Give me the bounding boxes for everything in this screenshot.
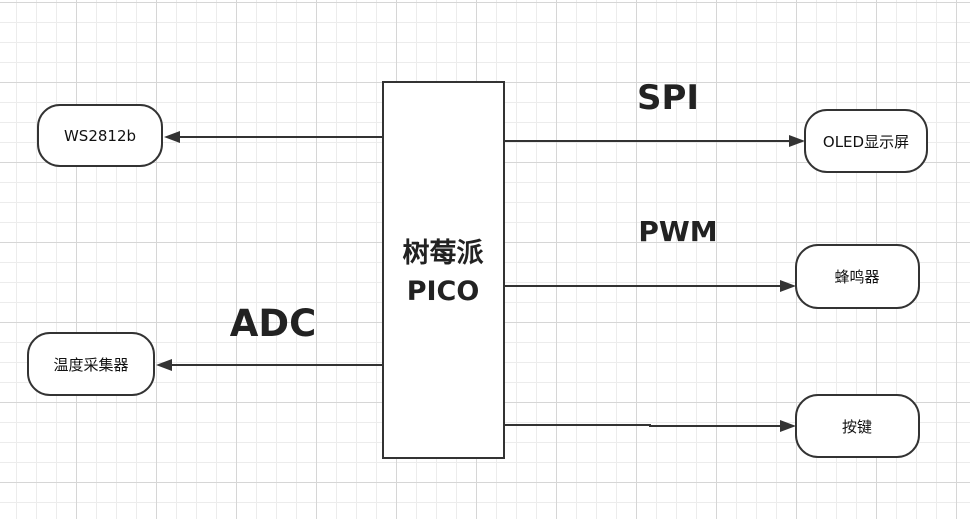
temp-sensor-node (27, 332, 155, 396)
pico-block (382, 81, 505, 459)
arrowhead-oled (789, 135, 805, 147)
buzzer-node (795, 244, 920, 309)
pico-label-cn: 树莓派 (403, 238, 484, 269)
buzzer-label: 蜂鸣器 (834, 268, 879, 286)
spi-label: SPI (637, 78, 699, 118)
pico-label-en: PICO (407, 276, 480, 307)
temp-sensor-label: 温度采集器 (53, 356, 128, 374)
adc-label: ADC (230, 302, 317, 345)
button-label: 按键 (842, 418, 872, 436)
ws2812b-node (37, 104, 163, 167)
oled-label: OLED显示屏 (823, 133, 909, 151)
ws2812b-label: WS2812b (64, 127, 136, 145)
arrowhead-temp (156, 359, 172, 371)
arrowhead-ws2812b (164, 131, 180, 143)
edge-pico-to-button (504, 424, 781, 427)
arrowhead-buzzer (780, 280, 796, 292)
pwm-label: PWM (638, 215, 717, 248)
arrowhead-button (780, 420, 796, 432)
